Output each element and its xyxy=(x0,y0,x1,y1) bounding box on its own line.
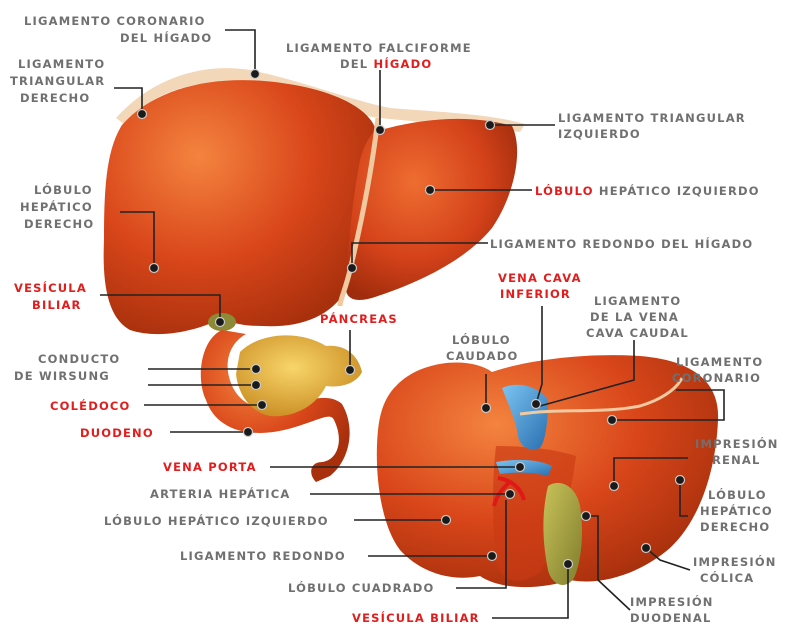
label-vena-cava-1: VENA CAVA xyxy=(498,271,582,285)
label-impresion-colica-2: CÓLICA xyxy=(700,570,754,585)
label-lig-vena-cava-3: CAVA CAUDAL xyxy=(586,326,689,340)
gallbladder-shape xyxy=(543,483,582,585)
label-lig-coronario-right-2: CORONARIO xyxy=(672,371,761,385)
label-ligamento-redondo: LIGAMENTO REDONDO xyxy=(180,549,346,563)
label-lig-vena-cava-2: DE LA VENA xyxy=(590,310,679,324)
label-lobulo-derecho-1: LÓBULO xyxy=(34,182,93,197)
label-impresion-colica-1: IMPRESIÓN xyxy=(693,554,777,569)
label-ligamento-falciforme: LIGAMENTO FALCIFORME xyxy=(286,41,472,55)
label-vesicula-top-2: BILIAR xyxy=(32,298,82,312)
label-vena-cava-2: INFERIOR xyxy=(500,287,571,301)
label-triangular-izquierdo-2: IZQUIERDO xyxy=(558,127,641,141)
label-impresion-duodenal-1: IMPRESIÓN xyxy=(630,594,714,609)
label-lobulo-derecho-3: DERECHO xyxy=(24,217,94,231)
label-ligamento-coronario-line2: DEL HÍGADO xyxy=(120,30,212,45)
pancreas-shape xyxy=(236,335,362,416)
label-duodeno: DUODENO xyxy=(80,426,154,440)
label-lobulo-caudado-2: CAUDADO xyxy=(446,349,519,363)
label-triangular-derecho-3: DERECHO xyxy=(20,91,90,105)
label-conducto-1: CONDUCTO xyxy=(38,352,120,366)
label-lobulo-izquierdo: LÓBULO HEPÁTICO IZQUIERDO xyxy=(535,183,760,198)
label-coledoco: COLÉDOCO xyxy=(50,398,131,413)
label-lobulo-derecho-r-3: DERECHO xyxy=(700,520,770,534)
label-ligamento-coronario: LIGAMENTO CORONARIO xyxy=(24,14,206,28)
visceral-liver-illustration xyxy=(377,355,718,587)
label-lobulo-derecho-r-1: LÓBULO xyxy=(708,487,767,502)
label-triangular-derecho-2: TRIANGULAR xyxy=(10,74,105,88)
label-lobulo-izquierdo-bottom: LÓBULO HEPÁTICO IZQUIERDO xyxy=(104,513,329,528)
label-lig-vena-cava-1: LIGAMENTO xyxy=(594,294,681,308)
left-lobe-shape xyxy=(346,119,517,300)
label-lobulo-caudado-1: LÓBULO xyxy=(452,332,511,347)
label-lobulo-derecho-r-2: HEPÁTICO xyxy=(700,503,773,518)
label-lobulo-derecho-2: HEPÁTICO xyxy=(20,199,93,214)
label-triangular-derecho-1: LIGAMENTO xyxy=(18,57,105,71)
label-impresion-renal-1: IMPRESIÓN xyxy=(695,436,779,451)
label-lobulo-cuadrado: LÓBULO CUADRADO xyxy=(288,580,434,595)
label-arteria-hepatica: ARTERIA HEPÁTICA xyxy=(150,486,291,501)
label-impresion-duodenal-2: DUODENAL xyxy=(630,611,712,625)
label-vesicula-bottom: VESÍCULA BILIAR xyxy=(352,610,480,625)
label-ligamento-redondo-higado: LIGAMENTO REDONDO DEL HÍGADO xyxy=(490,236,753,251)
label-vena-porta: VENA PORTA xyxy=(163,460,257,474)
label-impresion-renal-2: RENAL xyxy=(712,453,761,467)
label-lig-coronario-right-1: LIGAMENTO xyxy=(676,355,763,369)
label-triangular-izquierdo-1: LIGAMENTO TRIANGULAR xyxy=(558,111,746,125)
label-ligamento-falciforme-line2: DEL HÍGADO xyxy=(340,56,432,71)
label-pancreas: PÁNCREAS xyxy=(320,311,398,326)
label-conducto-2: DE WIRSUNG xyxy=(14,369,110,383)
label-vesicula-top-1: VESÍCULA xyxy=(14,280,87,295)
